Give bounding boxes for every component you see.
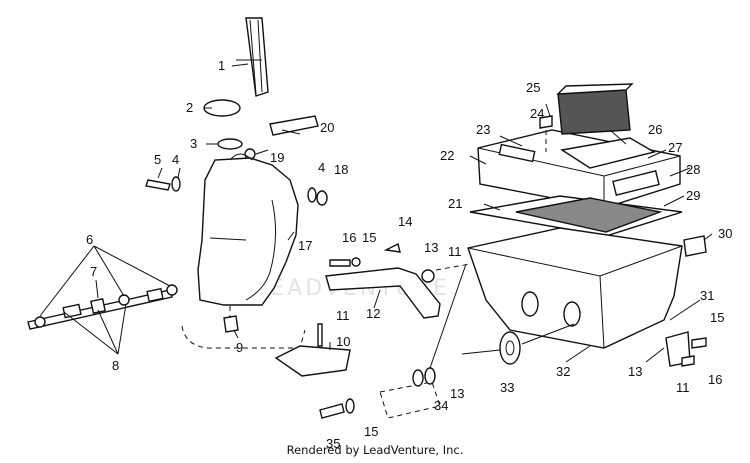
- part-9-fitting: [223, 315, 239, 333]
- part-30-cap: [683, 235, 707, 257]
- callout-35: 35: [326, 436, 340, 451]
- callout-31: 31: [700, 288, 714, 303]
- callout-19: 19: [270, 150, 284, 165]
- part-24-screw: [539, 115, 553, 129]
- part-14-clip: [383, 242, 401, 253]
- callout-3: 3: [190, 136, 197, 151]
- callout-18: 18: [334, 162, 348, 177]
- callout-15-b: 15: [364, 424, 378, 439]
- part-16-bolt: [329, 259, 351, 267]
- part-16-bolt-right: [691, 337, 707, 349]
- callout-24: 24: [530, 106, 544, 121]
- part-11-bolt-a: [317, 323, 323, 347]
- callout-30: 30: [718, 226, 732, 241]
- fuel-line-route: [181, 325, 306, 349]
- callout-9: 9: [236, 340, 243, 355]
- part-5-bolt: [145, 179, 171, 191]
- callout-8: 8: [112, 358, 119, 373]
- callout-5: 5: [154, 152, 161, 167]
- part-4-washer-right: [307, 187, 317, 203]
- callout-21: 21: [448, 196, 462, 211]
- callout-15-a: 15: [362, 230, 376, 245]
- callout-32: 32: [556, 364, 570, 379]
- part-15-washer: [351, 257, 361, 267]
- callout-4-left: 4: [172, 152, 179, 167]
- part-17-fuel-tank: [197, 153, 299, 306]
- callout-20: 20: [320, 120, 334, 135]
- callout-15-c: 15: [710, 310, 724, 325]
- callout-29: 29: [686, 188, 700, 203]
- callout-6: 6: [86, 232, 93, 247]
- callout-1: 1: [218, 58, 225, 73]
- part-10-bracket: [274, 345, 351, 377]
- callout-11-b: 11: [448, 244, 462, 259]
- callout-33: 33: [500, 380, 514, 395]
- part-35-bolt: [319, 403, 345, 419]
- leader-lines: [39, 63, 713, 363]
- part-26-plate: [560, 137, 656, 169]
- callout-25: 25: [526, 80, 540, 95]
- callout-12: 12: [366, 306, 380, 321]
- part-6-fuel-line: [27, 284, 178, 330]
- callout-34: 34: [434, 398, 448, 413]
- part-11-bolt-right: [681, 355, 695, 367]
- callout-2: 2: [186, 100, 193, 115]
- part-25-filter-foam: [556, 83, 634, 135]
- part-12-bracket: [325, 267, 441, 319]
- part-33-grommet: [499, 331, 521, 365]
- part-34-nut: [412, 369, 424, 387]
- callout-7: 7: [90, 264, 97, 279]
- callout-11-c: 11: [676, 380, 690, 395]
- callout-16-b: 16: [708, 372, 722, 387]
- callout-10: 10: [336, 334, 350, 349]
- callout-22: 22: [440, 148, 454, 163]
- callout-17: 17: [298, 238, 312, 253]
- part-29-filter: [515, 197, 663, 233]
- part-4-washer-left: [171, 176, 181, 192]
- part-15-washer-lower: [345, 398, 355, 414]
- callout-11-a: 11: [336, 308, 350, 323]
- footer-credit: Rendered by LeadVenture, Inc.: [286, 443, 464, 457]
- callout-26: 26: [648, 122, 662, 137]
- callout-13-c: 13: [628, 364, 642, 379]
- part-18-nut: [316, 190, 328, 206]
- callout-4-right: 4: [318, 160, 325, 175]
- callout-23: 23: [476, 122, 490, 137]
- part-13-nut: [421, 269, 435, 283]
- callout-13-b: 13: [450, 386, 464, 401]
- callout-13-a: 13: [424, 240, 438, 255]
- callout-27: 27: [668, 140, 682, 155]
- part-32-airbox: [467, 227, 683, 349]
- callout-14: 14: [398, 214, 412, 229]
- callout-16-a: 16: [342, 230, 356, 245]
- part-1-dipstick: [236, 17, 269, 97]
- callout-28: 28: [686, 162, 700, 177]
